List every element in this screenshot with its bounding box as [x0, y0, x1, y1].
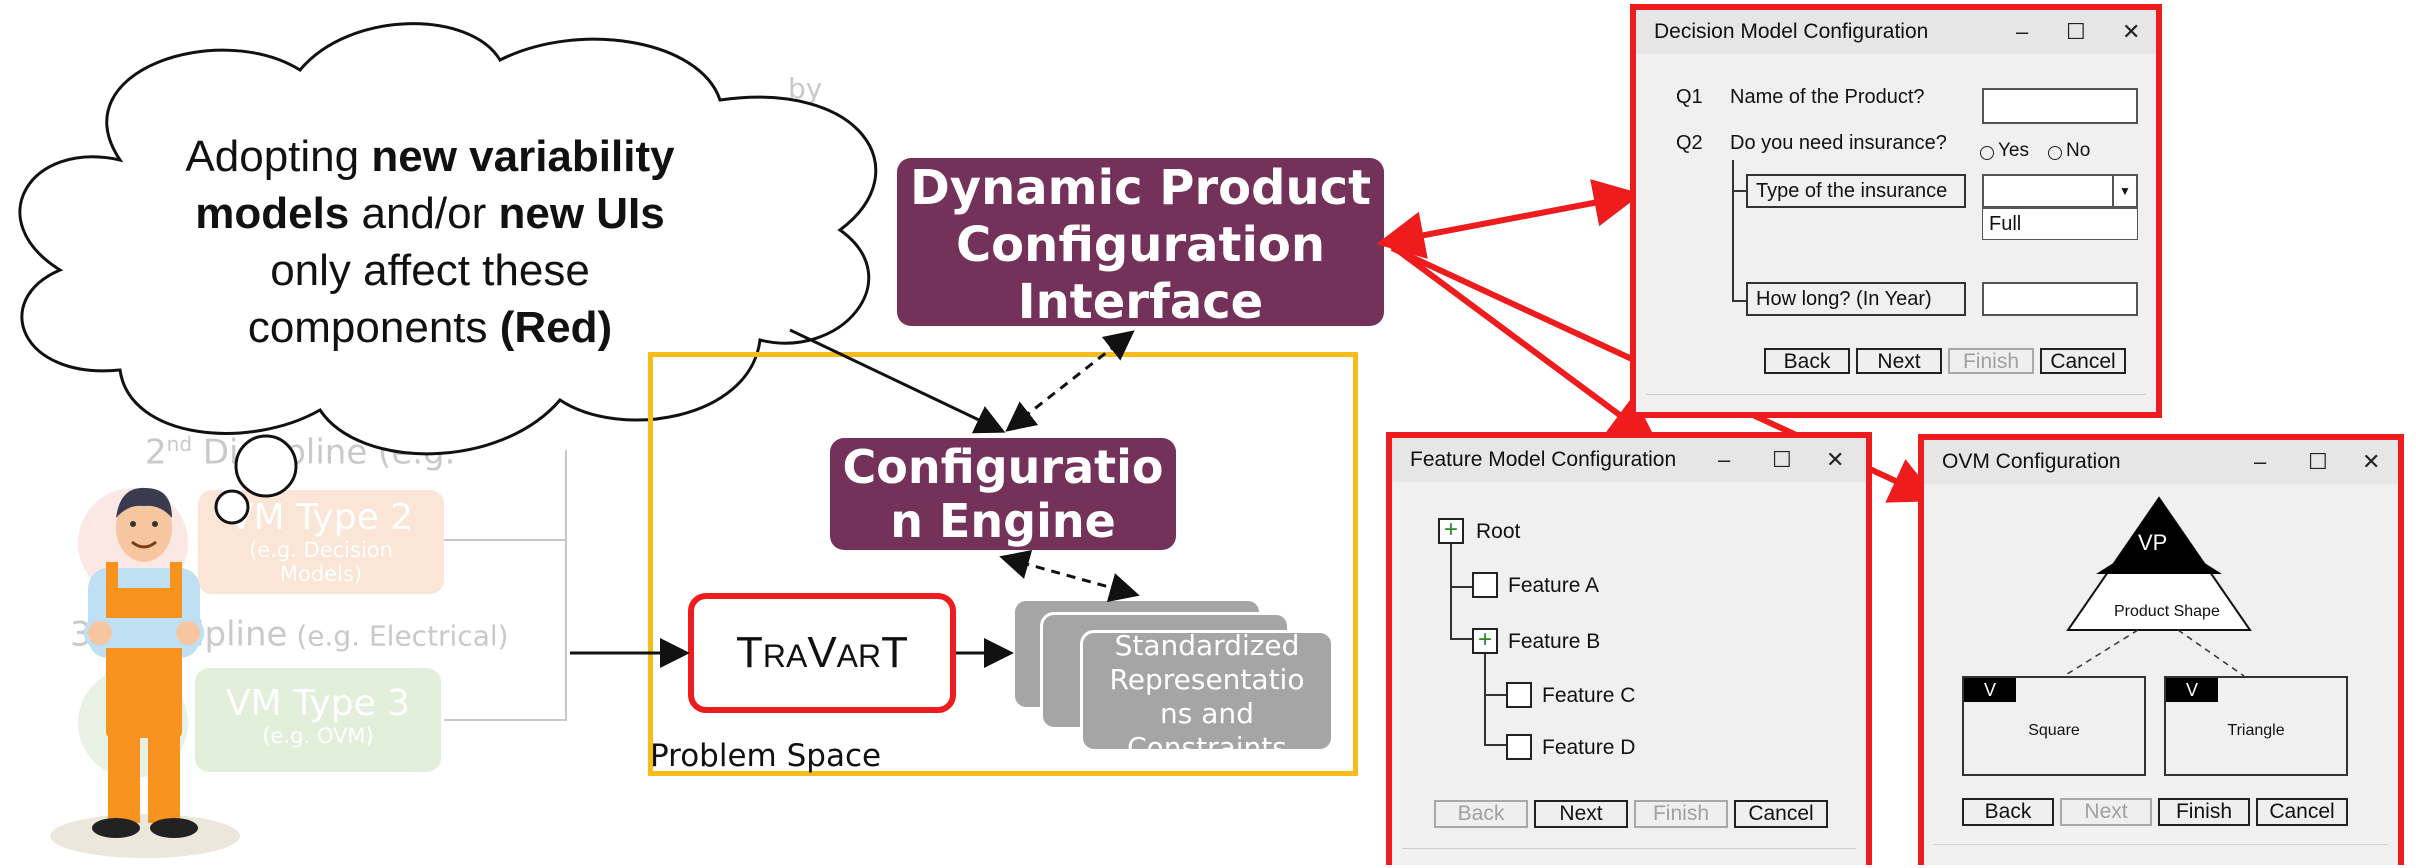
back-button[interactable]: Back — [1434, 800, 1528, 828]
variant-dashed-links — [2063, 629, 2245, 677]
variant-square[interactable]: V Square — [1962, 676, 2146, 776]
q1-text: Name of the Product? — [1730, 86, 1925, 108]
window-title: Decision Model Configuration — [1636, 10, 2156, 54]
q2-text: Do you need insurance? — [1730, 132, 1947, 154]
feature-a-checkbox[interactable] — [1472, 572, 1498, 598]
close-icon[interactable]: ✕ — [1826, 447, 1845, 472]
root-expand-icon[interactable]: + — [1438, 518, 1464, 544]
thought-bubble-text: Adopting new variability models and/or n… — [185, 132, 675, 352]
window-title: Feature Model Configuration — [1392, 438, 1866, 482]
vp-name: Product Shape — [2114, 603, 2220, 620]
next-button[interactable]: Next — [1534, 800, 1628, 828]
minimize-icon[interactable]: – — [2254, 449, 2267, 474]
next-button[interactable]: Next — [1856, 348, 1942, 374]
back-button[interactable]: Back — [1764, 348, 1850, 374]
sub-question-duration: How long? (In Year) — [1746, 282, 1966, 316]
yes-label: Yes — [1998, 140, 2029, 161]
minimize-icon[interactable]: – — [2016, 19, 2029, 44]
feature-d-checkbox[interactable] — [1506, 734, 1532, 760]
tree-item-root: Root — [1476, 520, 1521, 543]
no-label: No — [2066, 140, 2091, 161]
feature-model-configuration-window: Feature Model Configuration – ☐ ✕ + Root… — [1386, 432, 1872, 865]
configuration-engine-box: Configuratio n Engine — [830, 438, 1176, 550]
tree-item-feature-d: Feature D — [1542, 736, 1636, 759]
variant-marker: V — [2166, 678, 2218, 702]
back-button[interactable]: Back — [1962, 798, 2054, 826]
sub-question-insurance-type: Type of the insurance — [1746, 174, 1966, 208]
standardized-representations-box: Standardized Representatio ns and Constr… — [1080, 630, 1334, 752]
vp-label: VP — [2138, 530, 2168, 555]
duration-input[interactable] — [1982, 282, 2138, 316]
tree-item-feature-c: Feature C — [1542, 684, 1636, 707]
vm-type-3-box: VM Type 3 (e.g. OVM) — [195, 668, 441, 772]
no-radio[interactable] — [2048, 146, 2062, 160]
variant-marker: V — [1964, 678, 2016, 702]
vm-type-2-box: VM Type 2 (e.g. Decision Models) — [198, 490, 444, 594]
decision-model-configuration-window: Decision Model Configuration – ☐ ✕ Q1 Na… — [1630, 4, 2162, 418]
ovm-configuration-window: OVM Configuration – ☐ ✕ VP Product Shape… — [1918, 434, 2404, 865]
q1-label: Q1 — [1676, 86, 1703, 108]
close-icon[interactable]: ✕ — [2362, 449, 2381, 474]
faded-bracket-lines — [444, 450, 567, 721]
dynamic-product-configuration-interface-box: Dynamic Product Configuration Interface — [897, 158, 1384, 330]
finish-button[interactable]: Finish — [1634, 800, 1728, 828]
feature-b-expand-icon[interactable]: + — [1472, 628, 1498, 654]
cancel-button[interactable]: Cancel — [2040, 348, 2126, 374]
close-icon[interactable]: ✕ — [2122, 19, 2141, 44]
maximize-icon[interactable]: ☐ — [1772, 447, 1792, 472]
minimize-icon[interactable]: – — [1718, 447, 1731, 472]
finish-button[interactable]: Finish — [2158, 798, 2250, 826]
finish-button[interactable]: Finish — [1948, 348, 2034, 374]
variant-label: Square — [2028, 722, 2080, 739]
thought-bubble-shape — [18, 22, 878, 525]
tree-item-feature-a: Feature A — [1508, 574, 1600, 597]
problem-space-label: Problem Space — [650, 738, 882, 774]
variant-triangle[interactable]: V Triangle — [2164, 676, 2348, 776]
travart-box: TRAVART — [688, 593, 956, 713]
maximize-icon[interactable]: ☐ — [2308, 449, 2328, 474]
cancel-button[interactable]: Cancel — [2256, 798, 2348, 826]
variation-point-triangle — [2066, 496, 2252, 631]
chevron-down-icon[interactable]: ▼ — [2112, 176, 2136, 206]
q2-label: Q2 — [1676, 132, 1703, 154]
insurance-type-dropdown[interactable]: ▼ — [1982, 174, 2138, 208]
next-button[interactable]: Next — [2060, 798, 2152, 826]
feature-c-checkbox[interactable] — [1506, 682, 1532, 708]
tree-item-feature-b: Feature B — [1508, 630, 1601, 653]
person-illustration — [50, 487, 240, 858]
product-name-input[interactable] — [1982, 88, 2138, 124]
yes-radio[interactable] — [1980, 146, 1994, 160]
window-title: OVM Configuration — [1924, 440, 2398, 484]
maximize-icon[interactable]: ☐ — [2066, 19, 2086, 44]
cancel-button[interactable]: Cancel — [1734, 800, 1828, 828]
dropdown-option-full[interactable]: Full — [1982, 208, 2138, 240]
variant-label: Triangle — [2227, 722, 2285, 739]
problem-space-frame — [648, 352, 1358, 776]
